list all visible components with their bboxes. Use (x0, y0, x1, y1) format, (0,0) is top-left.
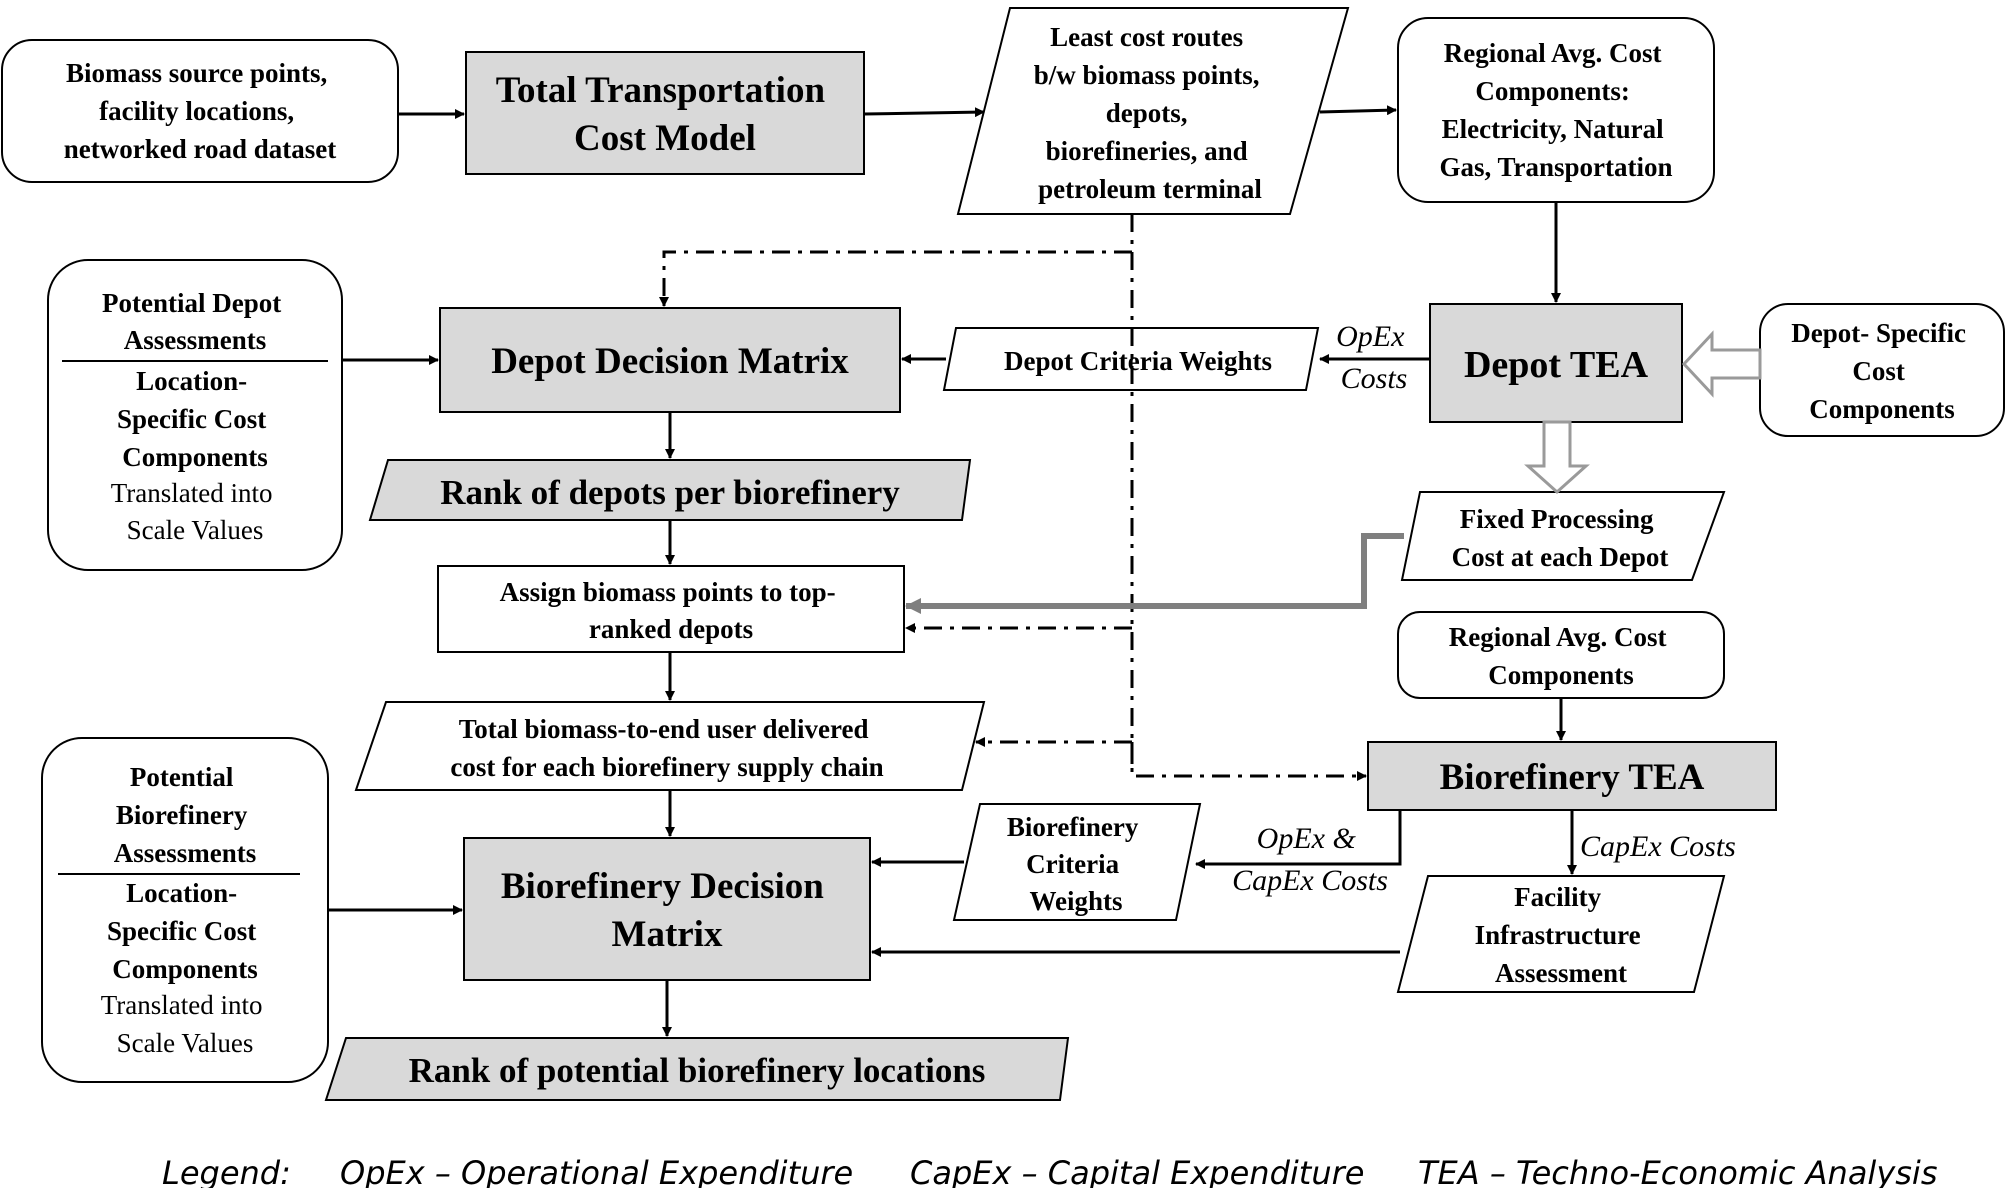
legend-item-opex: OpEx – Operational Expenditure (340, 1154, 853, 1188)
biorefinery-decision-matrix-label: Biorefinery Decision Matrix (501, 866, 833, 955)
opex-capex-costs-label: OpEx & CapEx Costs (1232, 822, 1388, 897)
least-cost-routes-label: Least cost routes b/w biomass points, de… (1034, 22, 1267, 204)
legend-item-tea: TEA – Techno-Economic Analysis (1418, 1154, 1937, 1188)
rank-depots-node: Rank of depots per biorefinery (368, 459, 972, 521)
depot-decision-matrix-node: Depot Decision Matrix (439, 307, 901, 413)
dashed-connectors (659, 214, 1367, 781)
biorefinery-decision-matrix-node: Biorefinery Decision Matrix (463, 837, 871, 981)
depot-criteria-weights-node: Depot Criteria Weights (942, 327, 1320, 391)
total-delivered-cost-label: Total biomass-to-end user delivered cost… (450, 714, 883, 782)
least-cost-routes-node: Least cost routes b/w biomass points, de… (956, 7, 1350, 215)
regional-avg-cost-node-1: Regional Avg. Cost Components: Electrici… (1397, 17, 1715, 203)
depot-specific-costs-label: Depot- Specific Cost Components (1791, 318, 1972, 424)
assign-biomass-label: Assign biomass points to top- ranked dep… (500, 577, 843, 644)
arrow-bio-tea-to-weights (1195, 810, 1402, 869)
facility-infrastructure-label: Facility Infrastructure Assessment (1475, 882, 1648, 988)
biorefinery-criteria-weights-node: Biorefinery Criteria Weights (952, 803, 1202, 921)
dashed-arrow-to-depot-matrix (659, 250, 1132, 307)
transport-cost-model-label: Total Transportation Cost Model (496, 70, 835, 159)
rank-biorefinery-label: Rank of potential biorefinery locations (409, 1051, 986, 1090)
arrow-model-to-routes (863, 107, 985, 118)
depot-tea-label: Depot TEA (1464, 344, 1649, 386)
total-delivered-cost-node: Total biomass-to-end user delivered cost… (354, 701, 986, 791)
legend-item-capex: CapEx – Capital Expenditure (910, 1154, 1364, 1188)
grey-arrow-fixed-cost-to-assign (905, 533, 1404, 614)
facility-infrastructure-node: Facility Infrastructure Assessment (1396, 875, 1726, 993)
biorefinery-assessments-node: Potential Biorefinery Assessments Locati… (41, 737, 329, 1083)
regional-avg-cost-label-1: Regional Avg. Cost Components: Electrici… (1439, 38, 1672, 182)
input-data-label: Biomass source points, facility location… (64, 58, 337, 164)
assign-biomass-node: Assign biomass points to top- ranked dep… (437, 565, 905, 653)
depot-criteria-weights-label: Depot Criteria Weights (1004, 346, 1272, 376)
biorefinery-assessments-scale-note: Translated into Scale Values (101, 990, 270, 1058)
legend-title: Legend: (162, 1154, 291, 1188)
biorefinery-tea-label: Biorefinery TEA (1440, 757, 1705, 798)
regional-avg-cost-node-2: Regional Avg. Cost Components (1397, 611, 1725, 699)
regional-avg-cost-label-2: Regional Avg. Cost Components (1449, 622, 1674, 690)
legend: Legend: OpEx – Operational Expenditure C… (162, 1154, 1937, 1188)
input-data-node: Biomass source points, facility location… (1, 39, 399, 183)
biorefinery-assessments-title: Potential Biorefinery Assessments (114, 762, 257, 868)
fixed-processing-cost-label: Fixed Processing Cost at each Depot (1452, 504, 1669, 572)
depot-assessments-node: Potential Depot Assessments Location- Sp… (47, 259, 343, 571)
depot-assessments-scale-note: Translated into Scale Values (111, 478, 280, 545)
transport-cost-model-node: Total Transportation Cost Model (465, 51, 865, 175)
capex-costs-label: CapEx Costs (1580, 830, 1736, 863)
hollow-arrow-tea-to-fixed-cost (1524, 420, 1590, 495)
dashed-arrow-to-bio-tea (1130, 742, 1367, 781)
biorefinery-criteria-weights-label: Biorefinery Criteria Weights (1007, 812, 1145, 916)
rank-biorefinery-node: Rank of potential biorefinery locations (324, 1037, 1070, 1101)
arrow-routes-to-regional (1319, 105, 1397, 116)
connectors (328, 105, 1577, 1037)
opex-costs-label: OpEx Costs (1336, 320, 1412, 395)
hollow-arrow-depot-specific-to-tea (1681, 330, 1762, 398)
depot-tea-node: Depot TEA (1429, 303, 1683, 423)
biorefinery-assessments-components: Location- Specific Cost Components (107, 878, 263, 984)
depot-assessments-title: Potential Depot Assessments (102, 288, 288, 355)
depot-specific-costs-node: Depot- Specific Cost Components (1759, 303, 2005, 437)
fixed-processing-cost-node: Fixed Processing Cost at each Depot (1400, 491, 1726, 581)
depot-assessments-components: Location- Specific Cost Components (117, 366, 273, 472)
biorefinery-tea-node: Biorefinery TEA (1367, 741, 1777, 811)
depot-decision-matrix-label: Depot Decision Matrix (491, 341, 849, 382)
rank-depots-label: Rank of depots per biorefinery (440, 473, 900, 512)
